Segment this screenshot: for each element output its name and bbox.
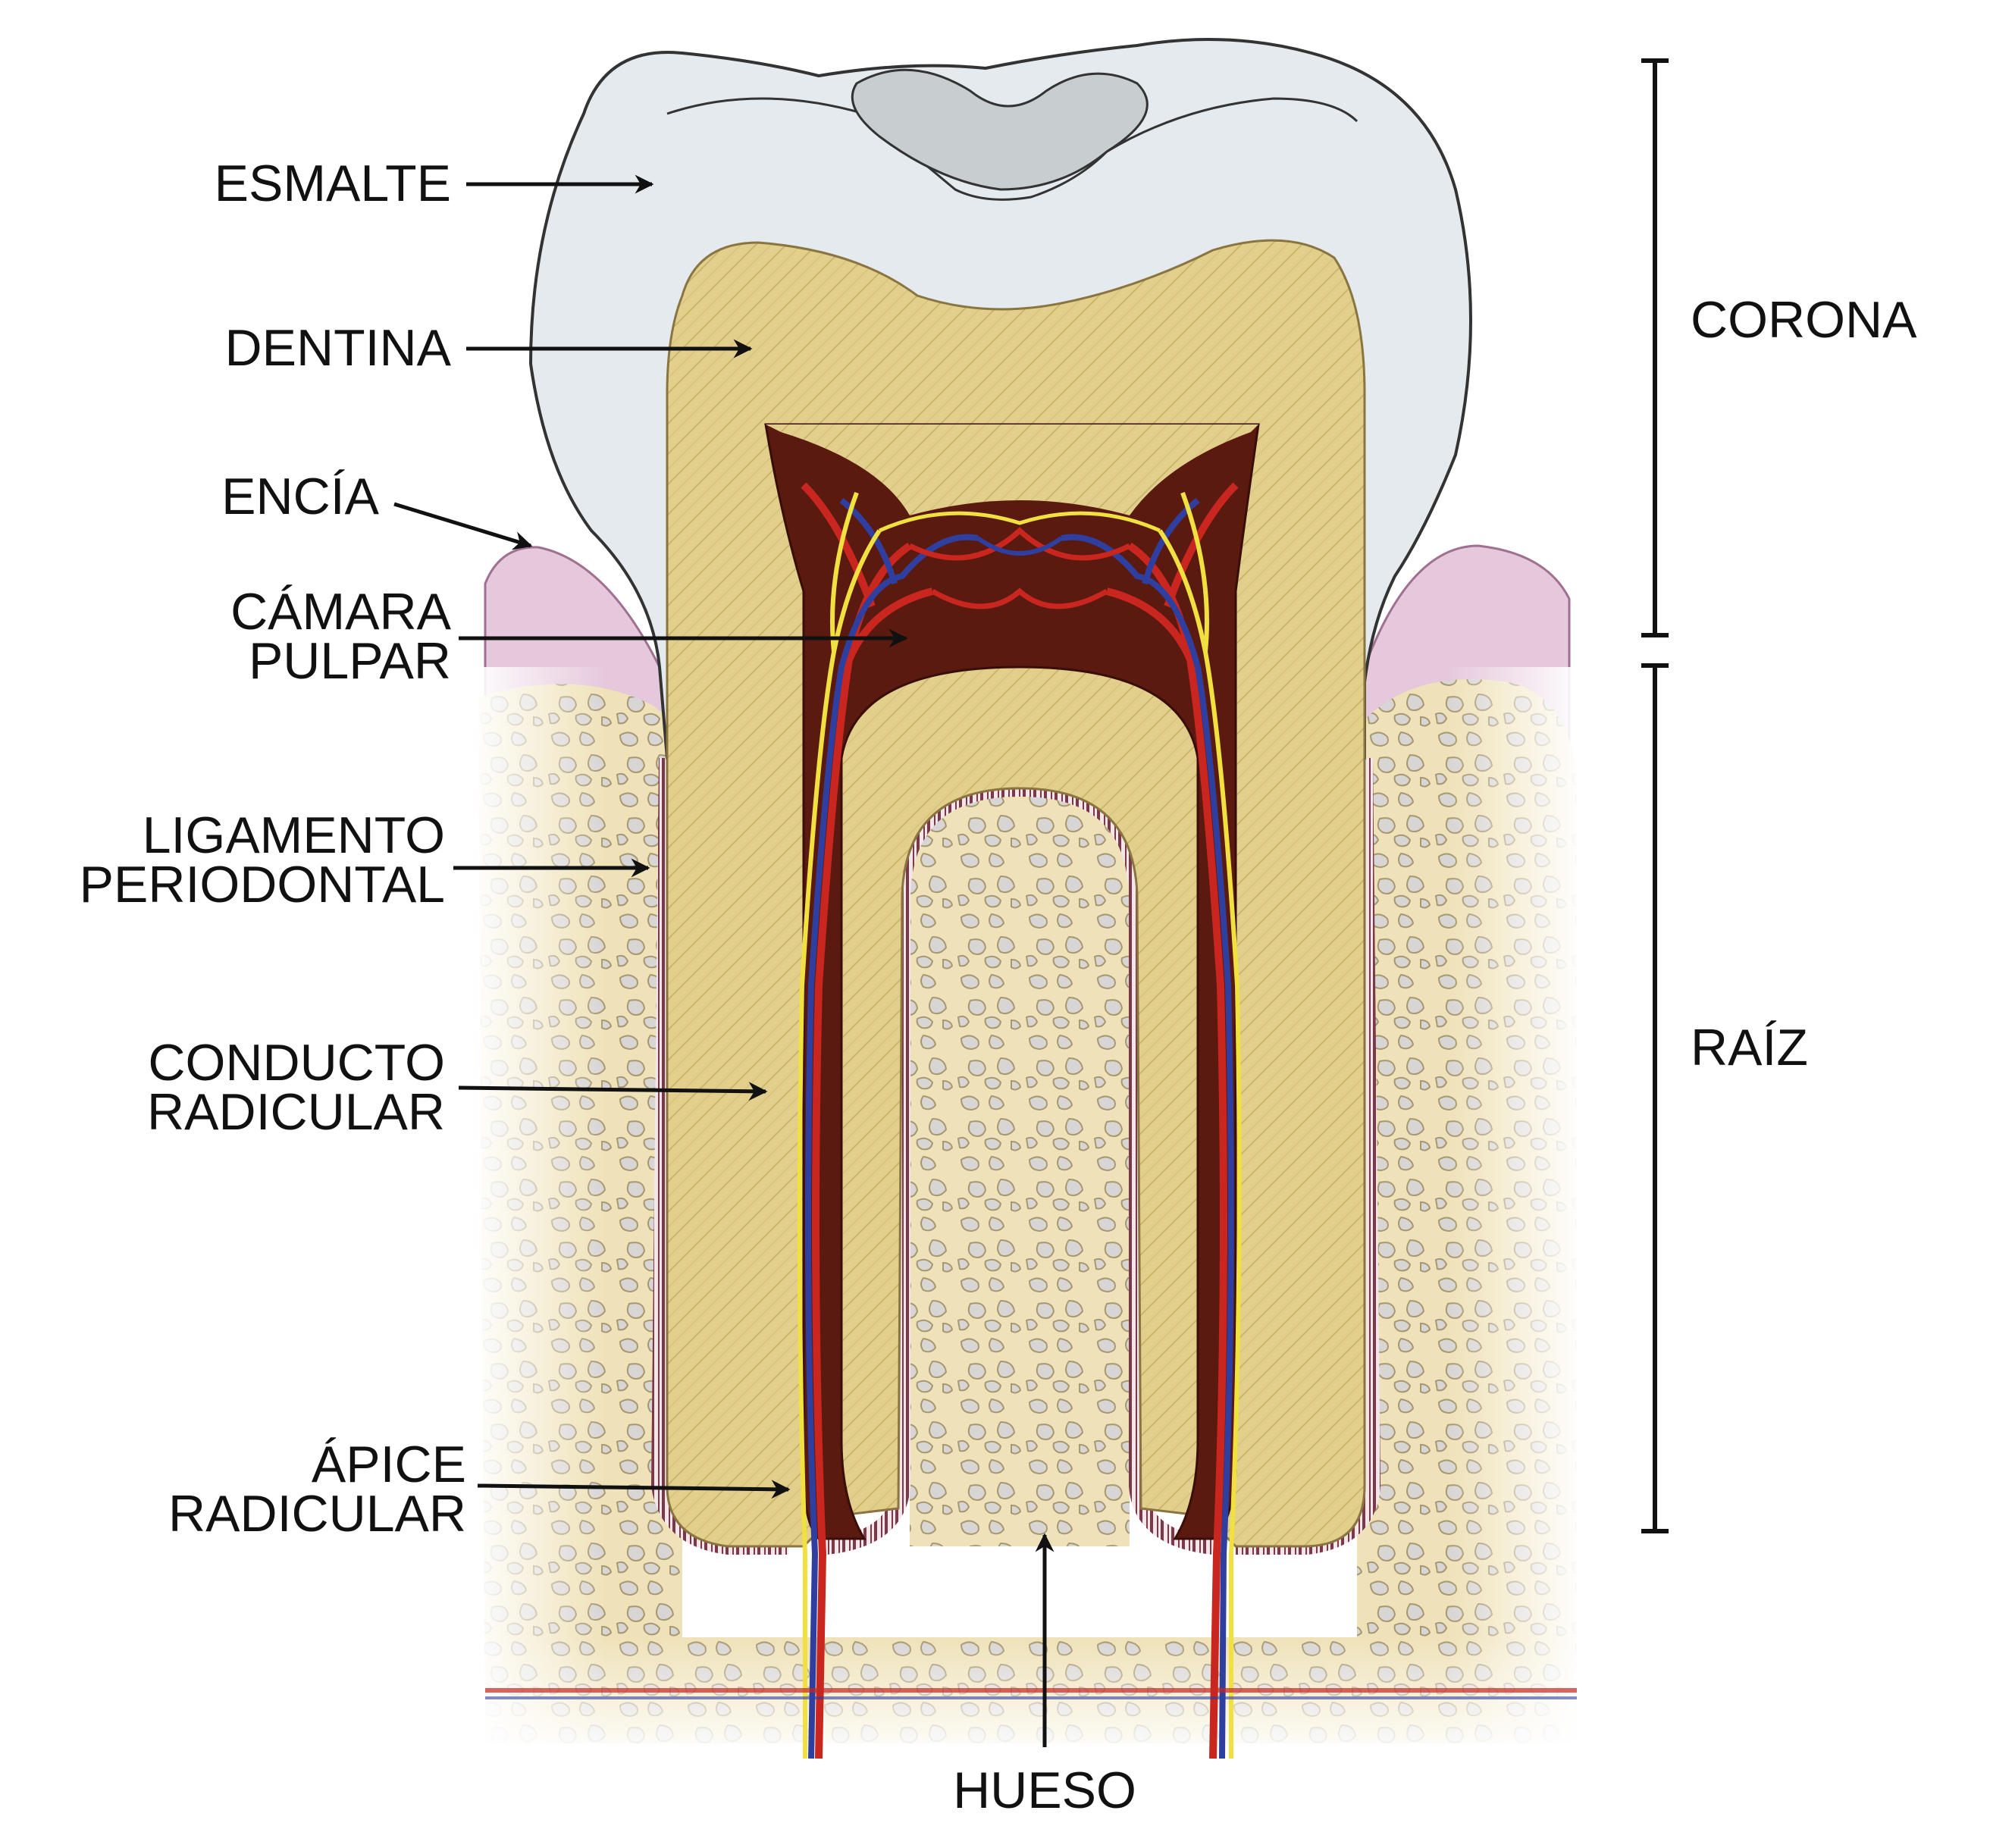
label-conducto-1: CONDUCTO	[148, 1034, 445, 1092]
interradicular-bone	[910, 796, 1130, 1546]
bracket-corona	[1641, 58, 1669, 637]
label-hueso: HUESO	[953, 1762, 1136, 1819]
label-apice-2: RADICULAR	[168, 1485, 466, 1543]
label-esmalte: ESMALTE	[215, 155, 451, 212]
label-apice-1: ÁPICE	[312, 1436, 466, 1493]
label-camara-2: PULPAR	[249, 632, 451, 690]
label-conducto-2: RADICULAR	[147, 1083, 445, 1141]
arrow-conducto	[458, 1082, 768, 1101]
nerve-left	[797, 491, 882, 1759]
arrow-encia	[393, 502, 533, 550]
label-camara-1: CÁMARA	[230, 583, 452, 641]
bracket-raiz	[1641, 663, 1669, 1533]
label-ligamento-1: LIGAMENTO	[143, 807, 445, 864]
occlusal-surface	[666, 97, 1359, 201]
label-corona: CORONA	[1691, 291, 1917, 349]
label-raiz: RAÍZ	[1691, 1019, 1808, 1076]
label-ligamento-2: PERIODONTAL	[80, 856, 445, 913]
label-dentina: DENTINA	[225, 319, 452, 377]
arrow-apice	[477, 1480, 791, 1499]
label-encia: ENCÍA	[221, 468, 379, 525]
nerve-right	[1158, 491, 1242, 1759]
